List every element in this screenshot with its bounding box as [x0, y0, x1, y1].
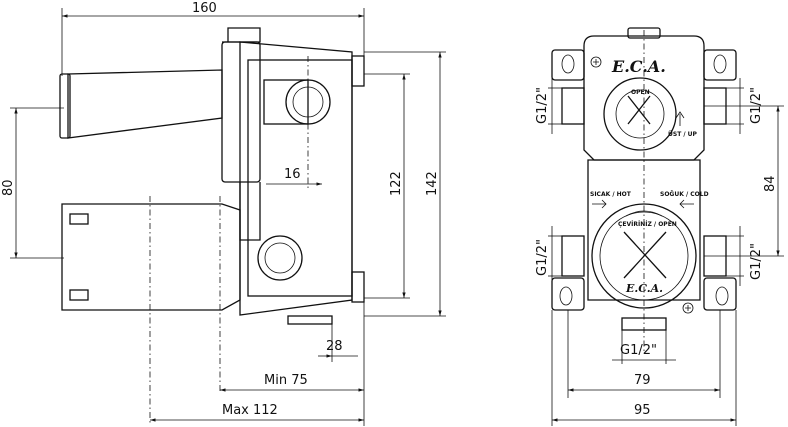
dim-28-label: 28 — [326, 339, 343, 354]
thread-right-top: G1/2" — [749, 87, 764, 124]
dim-79-label: 79 — [634, 373, 651, 388]
thread-bottom: G1/2" — [620, 343, 657, 358]
side-view: 160 80 16 122 142 28 Min 75 Max 112 — [1, 1, 446, 426]
dim-84-label: 84 — [763, 175, 778, 192]
dim-122-label: 122 — [389, 171, 404, 196]
brand-logo-top: E.C.A. — [611, 57, 666, 76]
dim-142-label: 142 — [425, 171, 440, 196]
dim-max-label: Max 112 — [222, 403, 278, 418]
dim-160-label: 160 — [192, 1, 217, 16]
thread-left-top: G1/2" — [535, 87, 550, 124]
thread-right-bottom: G1/2" — [749, 243, 764, 280]
thread-left-bottom: G1/2" — [535, 239, 550, 276]
hot-label: SICAK / HOT — [590, 191, 632, 198]
up-label: ÜST / UP — [668, 131, 698, 138]
brand-logo-bottom: E.C.A. — [625, 282, 663, 295]
dim-min-label: Min 75 — [264, 373, 308, 388]
dim-80-label: 80 — [1, 179, 16, 196]
cold-label: SOĞUK / COLD — [660, 191, 709, 198]
dim-16-label: 16 — [284, 167, 301, 182]
front-view: E.C.A. OPEN ÜST / UP SICAK / HOT SOĞUK /… — [535, 27, 784, 426]
open-label-top: OPEN — [631, 89, 650, 96]
dim-95-label: 95 — [634, 403, 651, 418]
open-label-bottom: ÇEVİRİNİZ / OPEN — [618, 221, 677, 228]
